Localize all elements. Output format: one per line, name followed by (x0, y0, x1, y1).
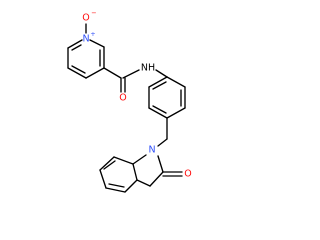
amide-nh-label: NH (141, 63, 155, 74)
pyridine-n-oxide-ring (67, 23, 105, 79)
molecule-structure-diagram: O − N + O NH N O (67, 9, 192, 193)
oxide-charge-label: − (91, 9, 96, 17)
oxindole-ring (99, 154, 183, 193)
lactam-nitrogen-label: N (148, 145, 155, 156)
n-oxide-oxygen-label: O (82, 13, 89, 24)
methylene-linker (157, 117, 168, 147)
amide-oxygen-label: O (119, 93, 126, 104)
amide-linker (103, 67, 168, 93)
nitrogen-charge-label: + (90, 30, 95, 38)
lactam-oxygen-label: O (184, 169, 191, 180)
benzene-ring (148, 76, 186, 119)
pyridine-nitrogen-label: N (82, 34, 89, 45)
